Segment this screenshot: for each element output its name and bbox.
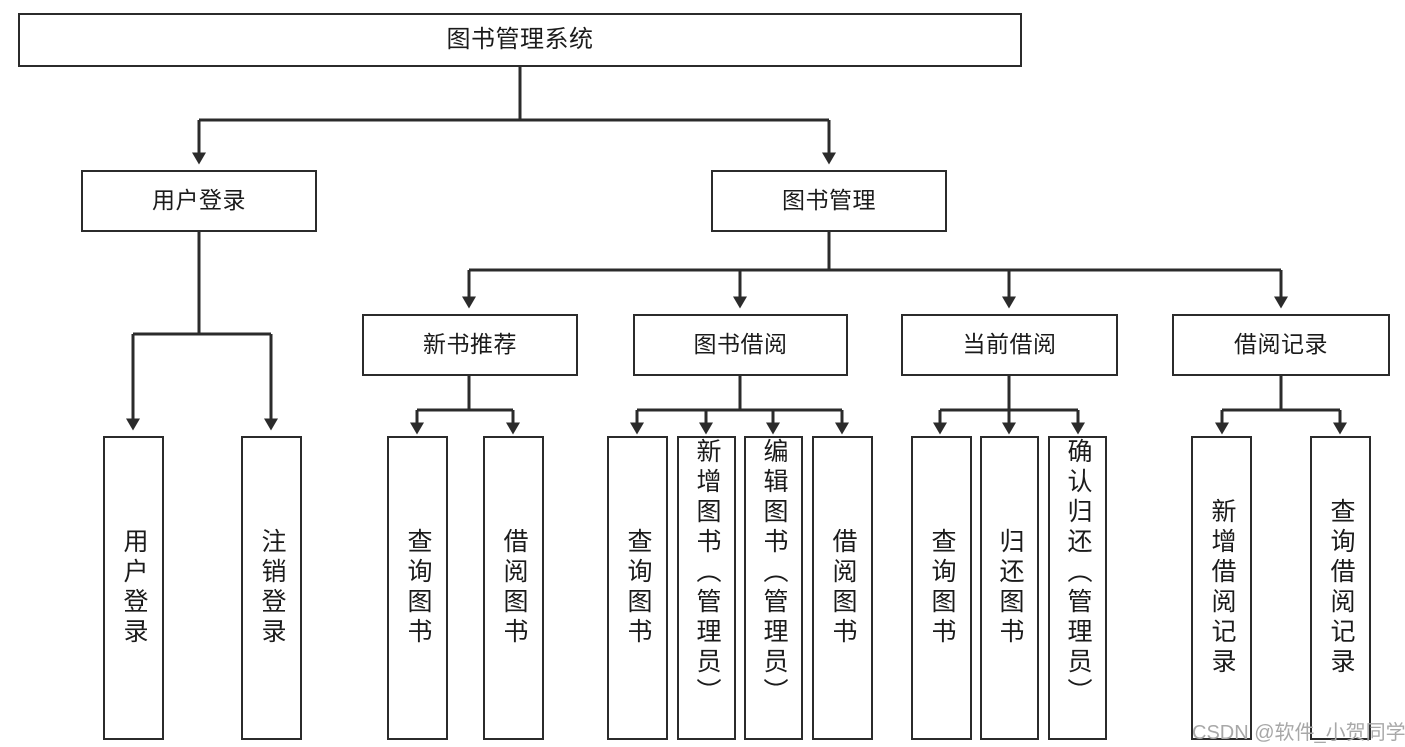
leaf-query-book-current-label: 查询图书	[928, 528, 956, 648]
leaf-edit-book-admin[interactable]: 编辑图书（管理员）	[744, 436, 803, 740]
leaf-add-book-admin[interactable]: 新增图书（管理员）	[677, 436, 736, 740]
node-current-borrow-label: 当前借阅	[962, 331, 1057, 358]
leaf-add-borrow-record[interactable]: 新增借阅记录	[1191, 436, 1252, 740]
leaf-borrow-book-newbook[interactable]: 借阅图书	[483, 436, 544, 740]
node-root[interactable]: 图书管理系统	[18, 13, 1022, 67]
node-root-label: 图书管理系统	[446, 25, 594, 53]
node-book-management[interactable]: 图书管理	[711, 170, 947, 232]
node-user-login-label: 用户登录	[152, 187, 246, 214]
node-user-login[interactable]: 用户登录	[81, 170, 317, 232]
leaf-return-book-label: 归还图书	[996, 528, 1024, 648]
leaf-borrow-book-newbook-label: 借阅图书	[500, 528, 528, 648]
node-book-management-label: 图书管理	[782, 187, 876, 214]
node-book-borrow[interactable]: 图书借阅	[633, 314, 848, 376]
leaf-borrow-book-borrow[interactable]: 借阅图书	[812, 436, 873, 740]
leaf-borrow-book-borrow-label: 借阅图书	[829, 528, 857, 648]
leaf-user-login[interactable]: 用户登录	[103, 436, 164, 740]
leaf-query-book-newbook[interactable]: 查询图书	[387, 436, 448, 740]
leaf-user-login-label: 用户登录	[120, 528, 148, 648]
node-borrow-record-label: 借阅记录	[1234, 331, 1328, 358]
leaf-add-borrow-record-label: 新增借阅记录	[1208, 498, 1236, 678]
node-new-book-recommend-label: 新书推荐	[423, 331, 517, 358]
leaf-logout[interactable]: 注销登录	[241, 436, 302, 740]
node-current-borrow[interactable]: 当前借阅	[901, 314, 1118, 376]
leaf-confirm-return-admin[interactable]: 确认归还（管理员）	[1048, 436, 1107, 740]
node-borrow-record[interactable]: 借阅记录	[1172, 314, 1390, 376]
node-book-borrow-label: 图书借阅	[693, 331, 788, 358]
leaf-logout-label: 注销登录	[258, 528, 286, 648]
leaf-edit-book-admin-label: 编辑图书（管理员）	[760, 438, 788, 708]
leaf-query-borrow-record-label: 查询借阅记录	[1327, 498, 1355, 678]
leaf-query-book-borrow-label: 查询图书	[624, 528, 652, 648]
leaf-query-book-current[interactable]: 查询图书	[911, 436, 972, 740]
leaf-query-borrow-record[interactable]: 查询借阅记录	[1310, 436, 1371, 740]
node-new-book-recommend[interactable]: 新书推荐	[362, 314, 578, 376]
leaf-query-book-newbook-label: 查询图书	[404, 528, 432, 648]
leaf-query-book-borrow[interactable]: 查询图书	[607, 436, 668, 740]
leaf-confirm-return-admin-label: 确认归还（管理员）	[1064, 438, 1092, 708]
leaf-return-book[interactable]: 归还图书	[980, 436, 1039, 740]
leaf-add-book-admin-label: 新增图书（管理员）	[693, 438, 721, 708]
